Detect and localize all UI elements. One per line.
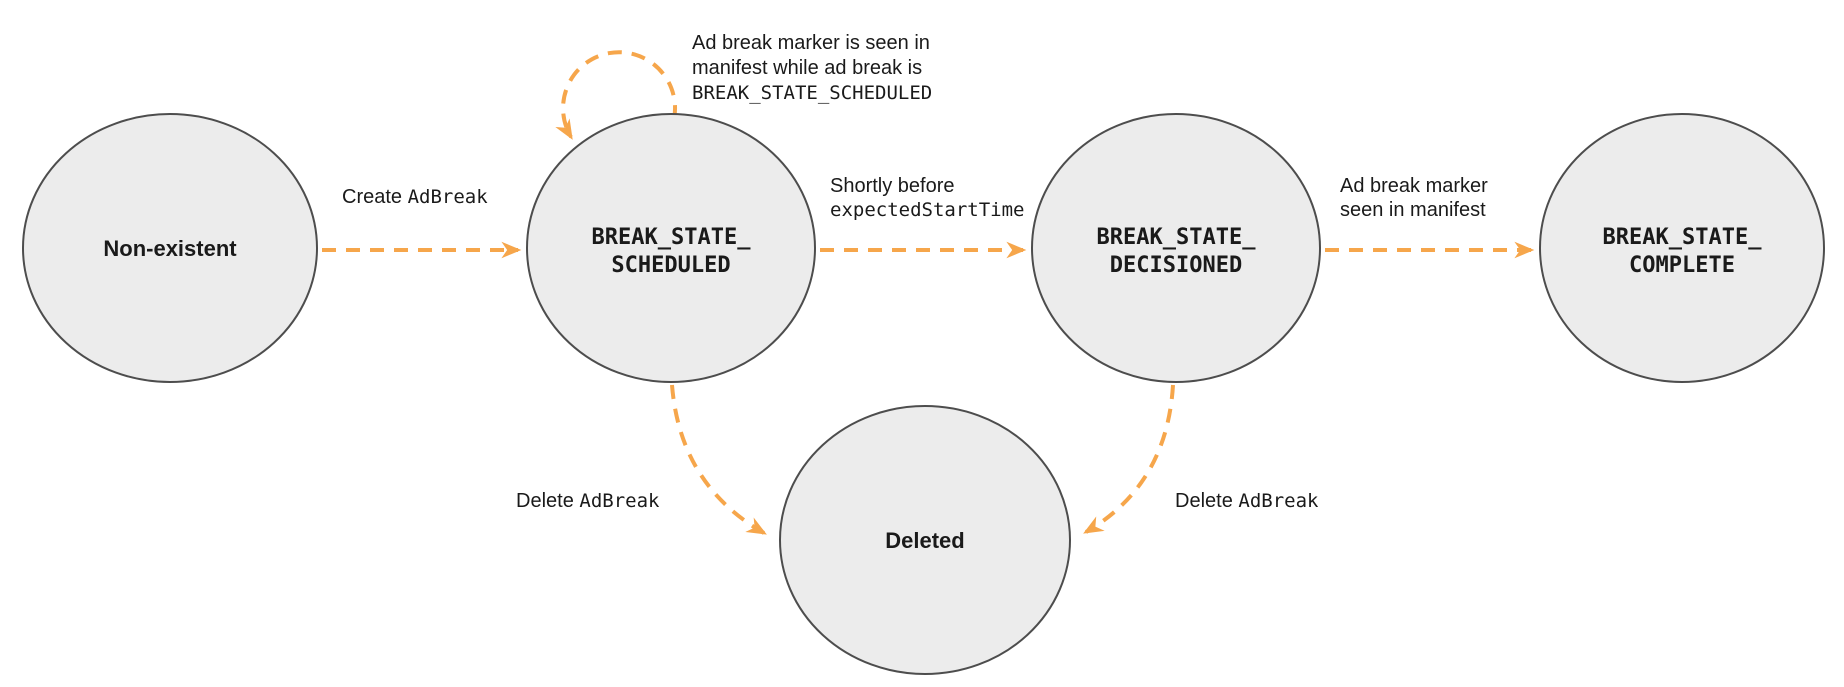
label-shortly-before: Shortly before: [830, 175, 955, 197]
node-break-state-decisioned-label-line1: BREAK_STATE_: [1097, 225, 1257, 250]
label-self-loop-line2: manifest while ad break is: [692, 57, 922, 79]
label-marker-seen-line1: Ad break marker: [1340, 175, 1488, 197]
node-break-state-complete: [1539, 113, 1825, 383]
label-self-loop-line3: BREAK_STATE_SCHEDULED: [692, 82, 932, 104]
edge-self-loop-scheduled: [555, 50, 678, 140]
node-non-existent: [22, 113, 318, 383]
label-delete-adbreak-right-plain: Delete: [1175, 490, 1238, 512]
label-delete-adbreak-right-code: AdBreak: [1238, 490, 1319, 512]
label-marker-seen-line2: seen in manifest: [1340, 199, 1486, 221]
label-delete-adbreak-left-code: AdBreak: [579, 490, 660, 512]
label-self-loop-line1: Ad break marker is seen in: [692, 32, 930, 54]
label-create-adbreak: Create AdBreak: [342, 186, 488, 208]
node-deleted-label: Deleted: [885, 528, 964, 553]
node-break-state-scheduled: [526, 113, 816, 383]
edge-scheduled-to-deleted: [670, 384, 767, 535]
label-expected-start-time: expectedStartTime: [830, 199, 1024, 221]
label-delete-adbreak-right: Delete AdBreak: [1175, 490, 1319, 512]
node-non-existent-label: Non-existent: [103, 236, 237, 261]
node-break-state-complete-label-line1: BREAK_STATE_: [1603, 225, 1763, 250]
label-create-adbreak-code: AdBreak: [408, 186, 489, 208]
label-delete-adbreak-left-plain: Delete: [516, 490, 579, 512]
node-break-state-complete-label-line2: COMPLETE: [1629, 253, 1735, 278]
node-break-state-decisioned: [1031, 113, 1321, 383]
label-create-adbreak-plain: Create: [342, 186, 408, 208]
node-break-state-decisioned-label-line2: DECISIONED: [1110, 253, 1242, 278]
node-deleted: [779, 405, 1071, 675]
label-delete-adbreak-left: Delete AdBreak: [516, 490, 660, 512]
node-break-state-scheduled-label-line1: BREAK_STATE_: [592, 225, 752, 250]
edge-decisioned-to-deleted: [1083, 384, 1175, 534]
node-break-state-scheduled-label-line2: SCHEDULED: [611, 253, 730, 278]
